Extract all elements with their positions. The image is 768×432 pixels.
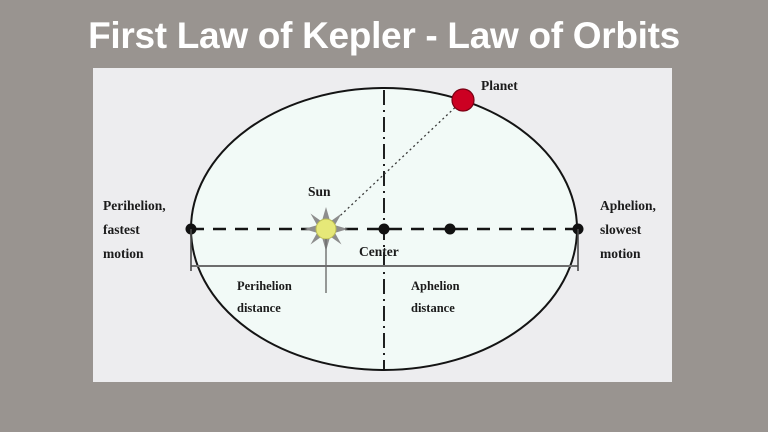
second-focus-dot — [444, 223, 456, 235]
orbit-diagram-svg: Planet Sun Center Perihelion, fastest mo… — [103, 78, 656, 371]
center-point-dot — [378, 223, 390, 235]
perihelion-label-line2: fastest — [103, 222, 140, 237]
center-label: Center — [359, 244, 399, 259]
perihelion-distance-label-line2: distance — [237, 301, 281, 315]
perihelion-distance-label-line1: Perihelion — [237, 279, 292, 293]
aphelion-distance-label-line1: Aphelion — [411, 279, 460, 293]
aphelion-label-line3: motion — [600, 246, 641, 261]
page-title: First Law of Kepler - Law of Orbits — [88, 15, 680, 56]
perihelion-label-line1: Perihelion, — [103, 198, 166, 213]
sun-label: Sun — [308, 184, 331, 199]
planet-marker — [451, 88, 475, 112]
aphelion-label-line1: Aphelion, — [600, 198, 656, 213]
planet-label: Planet — [481, 78, 518, 93]
aphelion-label-line2: slowest — [600, 222, 642, 237]
sun-planet-radius-line — [325, 99, 464, 230]
sun-marker — [315, 218, 337, 240]
diagram-panel: Planet Sun Center Perihelion, fastest mo… — [93, 68, 672, 382]
perihelion-label-line3: motion — [103, 246, 144, 261]
aphelion-distance-label-line2: distance — [411, 301, 455, 315]
